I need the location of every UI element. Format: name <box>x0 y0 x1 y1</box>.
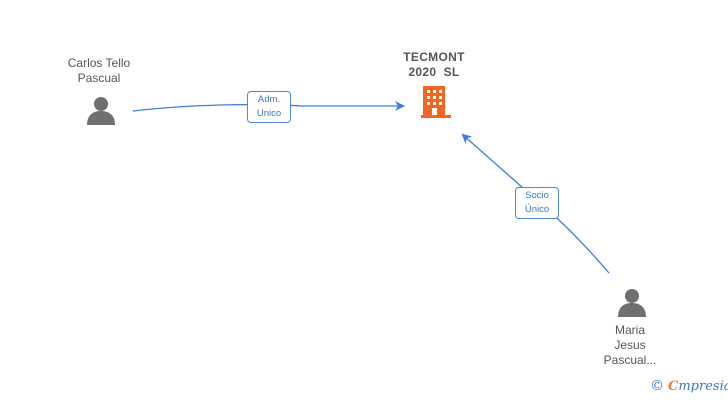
person-name-line: Maria <box>614 323 645 337</box>
building-icon[interactable] <box>421 86 451 118</box>
person-icon[interactable] <box>87 97 115 125</box>
person-name-line: Pascual <box>77 71 121 85</box>
empresia-logo: © Cmpresia <box>650 378 728 394</box>
company-name[interactable]: TECMONT 2020 SL <box>384 50 484 80</box>
edge-label-line: Socio <box>525 190 549 201</box>
brand-name: mpresia <box>678 379 728 394</box>
brand-initial: C <box>668 379 679 394</box>
person-name-line: Jesus <box>614 338 646 352</box>
person-name-carlos[interactable]: Carlos Tello Pascual <box>49 56 149 86</box>
person-name-maria[interactable]: Maria Jesus Pascual... <box>590 323 670 368</box>
company-name-line1: TECMONT <box>403 50 465 64</box>
person-name-line: Carlos Tello <box>67 56 131 70</box>
person-name-line: Pascual... <box>603 353 657 367</box>
edge-label-line: Adm. <box>257 94 281 105</box>
edge-carlos-company <box>132 101 405 112</box>
company-name-line2: 2020 SL <box>408 65 460 79</box>
edge-label-adm-unico[interactable]: Adm. Unico <box>247 91 291 123</box>
edge-label-line: Único <box>524 204 550 215</box>
edge-label-line: Unico <box>256 108 282 119</box>
copyright-symbol: © <box>650 378 664 394</box>
person-icon[interactable] <box>618 289 646 317</box>
edge-label-socio-unico[interactable]: Socio Único <box>515 187 559 219</box>
